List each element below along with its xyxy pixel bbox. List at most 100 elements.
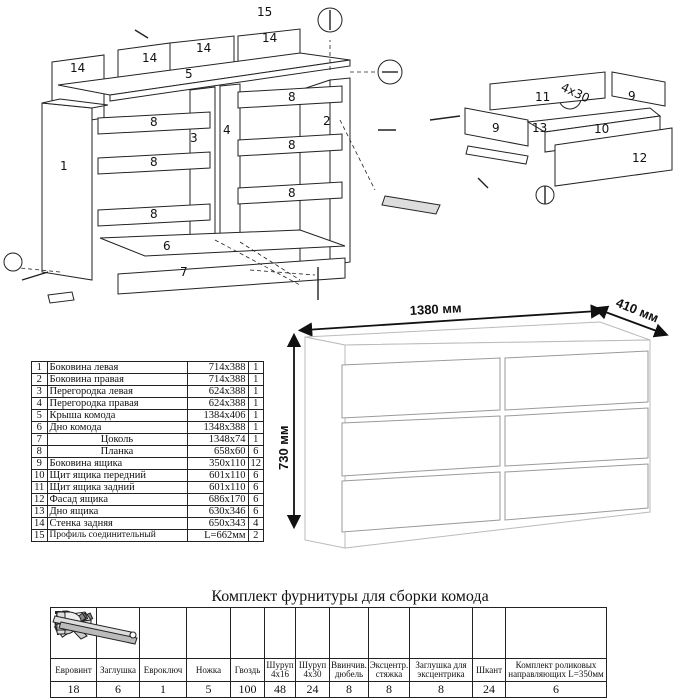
rail-8-e [237, 133, 343, 157]
hardware-item-name: Шуруп 4x16 [264, 658, 296, 682]
label-13: 13 [532, 121, 547, 135]
part-quantity: 6 [247, 493, 264, 506]
hardware-item-name: Комплект роликовых направляющих L=350мм [505, 658, 607, 682]
plinth-7 [117, 257, 346, 295]
label-9-left: 9 [492, 121, 500, 135]
part-name: Щит ящика передний [46, 469, 188, 482]
part-number: 11 [31, 481, 48, 494]
hardware-item-count: 8 [409, 681, 473, 698]
drawer-front-1 [341, 357, 501, 419]
label-3: 3 [190, 131, 198, 145]
cam-cap-icon [54, 607, 473, 659]
part-number: 9 [31, 457, 48, 470]
part-number: 10 [31, 469, 48, 482]
part-name: Профиль соединительный [46, 529, 188, 542]
part-quantity: 1 [247, 397, 264, 410]
part-size: 1348x388 [186, 421, 249, 434]
label-14-a: 14 [70, 61, 85, 75]
part-name: Дно комода [46, 421, 188, 434]
part-size: 624x388 [186, 385, 249, 398]
part-name: Перегородка левая [46, 385, 188, 398]
label-9-right: 9 [628, 89, 636, 103]
drawer-front-5 [341, 471, 501, 533]
part-size: 1348x74 [186, 433, 249, 446]
hardware-item-count: 8 [368, 681, 410, 698]
drawer-front-6 [504, 463, 649, 521]
drawer-facade-12 [554, 127, 673, 187]
part-quantity: 6 [247, 469, 264, 482]
cam-lock-icon [54, 607, 410, 659]
part-name: Фасад ящика [46, 493, 188, 506]
part-number: 3 [31, 385, 48, 398]
part-quantity: 4 [247, 517, 264, 530]
part-size: 630x346 [186, 505, 249, 518]
screw-4x16-icon [54, 607, 296, 659]
drawer-side-9-right [611, 71, 666, 107]
rail-8-c [97, 203, 211, 227]
part-name: Щит ящика задний [46, 481, 188, 494]
wood-dowel-icon [56, 607, 506, 659]
drawer-back-11 [489, 71, 606, 111]
part-quantity: 6 [247, 505, 264, 518]
commode-front [344, 339, 651, 549]
part-number: 15 [31, 529, 48, 542]
furniture-leg-icon [55, 607, 231, 659]
part-quantity: 2 [247, 529, 264, 542]
drawer-front-4 [504, 407, 649, 467]
hardware-item-count: 48 [264, 681, 296, 698]
exploded-assembly-diagram: 14 14 14 14 15 5 1 3 4 2 8 8 8 8 8 8 6 7… [3, 5, 673, 304]
label-12: 12 [632, 151, 647, 165]
label-14-d: 14 [262, 31, 277, 45]
part-size: 601x110 [186, 469, 249, 482]
label-15: 15 [257, 5, 272, 19]
label-10: 10 [594, 122, 609, 136]
nail-icon [54, 607, 265, 659]
part-name: Цоколь [46, 433, 188, 446]
roller-guides-icon [51, 607, 607, 659]
part-size: 658x60 [186, 445, 249, 458]
label-1: 1 [60, 159, 68, 173]
part-name: Перегородка правая [46, 397, 188, 410]
hardware-item-count: 1 [139, 681, 187, 698]
part-size: 624x388 [186, 397, 249, 410]
hardware-item-count: 6 [505, 681, 607, 698]
label-5: 5 [185, 67, 193, 81]
hardware-item-count: 24 [295, 681, 330, 698]
part-number: 13 [31, 505, 48, 518]
right-side-panel-2 [329, 77, 351, 266]
part-size: 686x170 [186, 493, 249, 506]
part-name: Боковина правая [46, 373, 188, 386]
hardware-item-name: Гвоздь [230, 658, 265, 682]
callout-leg [3, 252, 23, 272]
part-size: 650x343 [186, 517, 249, 530]
label-8-f: 8 [288, 186, 296, 200]
part-quantity: 6 [247, 481, 264, 494]
part-size: 1384x406 [186, 409, 249, 422]
part-number: 7 [31, 433, 48, 446]
part-name: Боковина левая [46, 361, 188, 374]
label-6: 6 [163, 239, 171, 253]
hardware-item-count: 8 [329, 681, 369, 698]
part-number: 4 [31, 397, 48, 410]
hardware-item-name: Заглушка [96, 658, 140, 682]
part-size: 714x388 [186, 373, 249, 386]
part-quantity: 1 [247, 361, 264, 374]
hex-key-icon [52, 607, 187, 659]
hardware-item-name: Ножка [186, 658, 231, 682]
part-quantity: 1 [247, 385, 264, 398]
hardware-kit-title: Комплект фурнитуры для сборки комода [211, 588, 489, 605]
rail-8-b [97, 151, 211, 175]
rail-8-a [97, 111, 211, 135]
part-number: 6 [31, 421, 48, 434]
bottom-panel-6 [99, 229, 346, 257]
